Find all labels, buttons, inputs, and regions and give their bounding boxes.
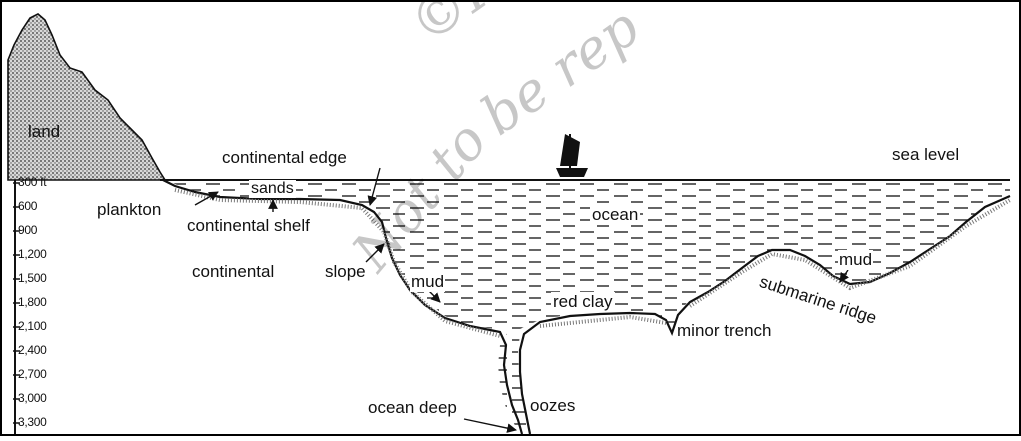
continental-shelf-label: continental shelf (187, 216, 310, 236)
ocean-deep-label: ocean deep (368, 398, 457, 418)
depth-label: 3,300 (18, 415, 47, 429)
continental-label: continental (192, 262, 274, 282)
depth-label: 2,400 (18, 343, 47, 357)
depth-label: 900 (18, 223, 37, 237)
depth-label: 3,000 (18, 391, 47, 405)
continental-edge-label: continental edge (222, 148, 347, 168)
plankton-label: plankton (97, 200, 161, 220)
depth-label: 300 ft (18, 175, 46, 189)
ocean-label: ocean (590, 205, 640, 225)
depth-label: 2,100 (18, 319, 47, 333)
oozes-label: oozes (530, 396, 575, 416)
sands-label: sands (249, 180, 296, 198)
depth-label: 1,800 (18, 295, 47, 309)
land-mass (8, 14, 165, 180)
depth-label: 2,700 (18, 367, 47, 381)
depth-label: 600 (18, 199, 37, 213)
boat-icon (556, 134, 588, 177)
land-label: land (28, 122, 60, 142)
mud-left-label: mud (410, 272, 445, 292)
sea-level-label: sea level (892, 145, 959, 165)
red-clay-label: red clay (551, 292, 615, 312)
depth-label: 1,500 (18, 271, 47, 285)
slope-label: slope (325, 262, 366, 282)
depth-label: 1,200 (18, 247, 47, 261)
minor-trench-label: minor trench (677, 321, 771, 341)
mud-right-label: mud (838, 250, 873, 270)
ocean-deep-arrow (464, 419, 516, 430)
